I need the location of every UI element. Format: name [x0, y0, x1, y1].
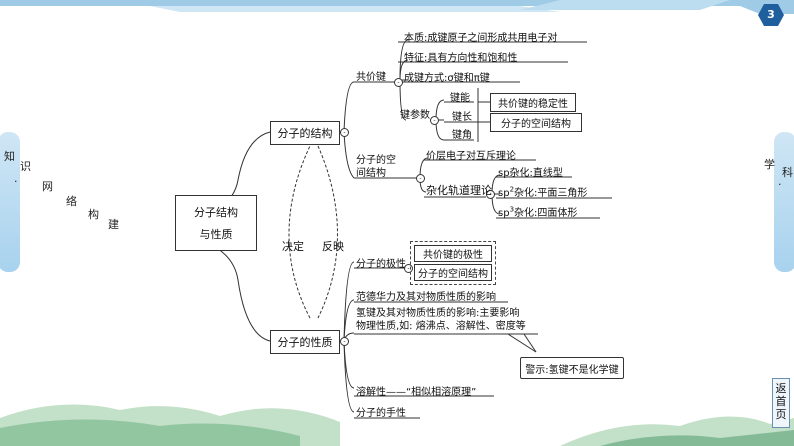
bond-way-text: 成键方式:σ键和π键 — [404, 73, 490, 84]
hybrid-text: 杂化轨道理论 — [426, 184, 492, 197]
sp2-rest: 杂化:平面三角形 — [514, 188, 588, 199]
sp3-base: sp — [498, 208, 510, 219]
right-tab-char: 科 — [782, 166, 793, 179]
collapse-toggle[interactable]: - — [416, 174, 425, 183]
sp2-text: sp2杂化:平面三角形 — [498, 184, 587, 199]
chirality-text: 分子的手性 — [356, 408, 406, 419]
root-line: 分子结构 — [194, 206, 238, 219]
collapse-toggle[interactable]: - — [394, 78, 403, 87]
sp3-text: sp3杂化:四面体形 — [498, 204, 577, 219]
left-tab-char: 络 — [66, 195, 77, 208]
bond-energy-text: 键能 — [450, 93, 470, 104]
collapse-toggle[interactable]: - — [404, 264, 413, 273]
stability-box: 共价键的稳定性 — [490, 93, 576, 112]
collapse-toggle[interactable]: - — [430, 116, 439, 125]
left-tab-char: 知 — [4, 150, 15, 163]
left-tab-char: · — [14, 175, 18, 188]
collapse-toggle[interactable]: - — [340, 337, 349, 346]
page-number: 3 — [767, 8, 775, 21]
decide-label: 决定 — [282, 240, 304, 253]
top-banner — [0, 0, 794, 14]
left-tab-char: 构 — [88, 208, 99, 221]
solubility-text: 溶解性——“相似相溶原理” — [356, 387, 477, 398]
essence-text: 本质:成键原子之间形成共用电子对 — [404, 33, 558, 44]
polarity-group — [410, 241, 496, 285]
root-line: 与性质 — [199, 228, 233, 241]
mol-space-box: 分子的空间结构 — [414, 264, 492, 281]
right-tab-char: 学 — [764, 158, 775, 171]
right-tab-char: · — [778, 178, 782, 191]
structure-node[interactable]: 分子的结构 — [270, 121, 340, 145]
sp2-base: sp — [498, 188, 510, 199]
bond-angle-text: 键角 — [452, 130, 472, 141]
left-tab[interactable] — [0, 132, 20, 272]
space-node-line: 间结构 — [356, 168, 386, 179]
bond-param-node: 键参数 — [400, 110, 430, 121]
sp-text: sp杂化:直线型 — [498, 168, 563, 179]
root-node[interactable]: 分子结构 与性质 — [175, 195, 257, 251]
bond-polarity-box: 共价键的极性 — [414, 245, 492, 262]
sp2-sup: 2 — [509, 185, 515, 194]
sp3-sup: 3 — [509, 205, 515, 214]
right-tab[interactable] — [774, 132, 794, 272]
hbond-text: 氢键及其对物质性质的影响:主要影响 物理性质,如: 熔沸点、溶解性、密度等 — [356, 307, 526, 333]
sp3-rest: 杂化:四面体形 — [514, 208, 578, 219]
hbond-line: 物理性质,如: 熔沸点、溶解性、密度等 — [356, 321, 526, 332]
space-structure-box: 分子的空间结构 — [490, 113, 582, 132]
vsepr-text: 价层电子对互斥理论 — [426, 151, 516, 162]
polarity-node: 分子的极性 — [356, 259, 406, 270]
space-node-line: 分子的空 — [356, 155, 396, 166]
vdw-text: 范德华力及其对物质性质的影响 — [356, 292, 496, 303]
feature-text: 特征:具有方向性和饱和性 — [404, 53, 518, 64]
left-tab-char: 建 — [108, 218, 119, 231]
properties-node[interactable]: 分子的性质 — [270, 330, 340, 354]
warning-box: 警示:氢键不是化学键 — [520, 357, 624, 379]
hbond-line: 氢键及其对物质性质的影响:主要影响 — [356, 308, 520, 319]
reflect-label: 反映 — [322, 240, 344, 253]
space-structure-node: 分子的空 间结构 — [356, 154, 396, 180]
bond-length-text: 键长 — [452, 112, 472, 123]
left-tab-char: 网 — [42, 180, 53, 193]
covalent-bond-node: 共价键 — [356, 72, 386, 83]
left-tab-char: 识 — [20, 160, 31, 173]
collapse-toggle[interactable]: - — [486, 190, 495, 199]
back-to-home-button[interactable]: 返首页 — [772, 378, 790, 428]
page-number-badge — [758, 4, 784, 26]
collapse-toggle[interactable]: - — [340, 128, 349, 137]
